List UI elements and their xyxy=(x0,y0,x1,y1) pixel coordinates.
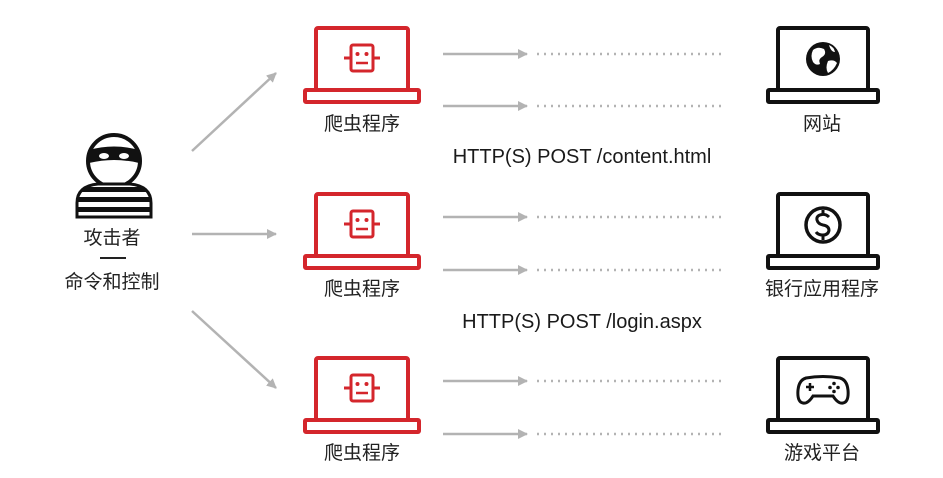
attacker: 攻击者 命令和控制 xyxy=(64,133,160,293)
target-gaming-platform xyxy=(766,356,880,434)
bot-1-label: 爬虫程序 xyxy=(324,113,400,135)
masked-attacker-icon xyxy=(75,133,153,219)
request-label-content: HTTP(S) POST /content.html xyxy=(453,146,712,168)
target-website xyxy=(766,26,880,104)
request-label-login: HTTP(S) POST /login.aspx xyxy=(462,311,702,333)
gamepad-laptop-icon xyxy=(766,356,880,434)
robot-laptop-icon xyxy=(303,26,421,104)
target-website-label: 网站 xyxy=(803,113,841,135)
bot-3-label: 爬虫程序 xyxy=(324,442,400,464)
arrow-to-bot-3 xyxy=(191,310,277,389)
bot-1 xyxy=(303,26,421,104)
target-gaming-platform-label: 游戏平台 xyxy=(784,442,860,464)
target-bank-app-label: 银行应用程序 xyxy=(765,278,879,300)
arrow-to-bot-1 xyxy=(191,72,277,152)
dollar-laptop-icon xyxy=(766,192,880,270)
attacker-label: 攻击者 xyxy=(83,227,140,249)
command-control-label: 命令和控制 xyxy=(64,271,159,293)
bot-2-label: 爬虫程序 xyxy=(324,278,400,300)
target-bank-app xyxy=(766,192,880,270)
bot-3 xyxy=(303,356,421,434)
robot-laptop-icon xyxy=(303,192,421,270)
attacker-arrows xyxy=(191,72,277,389)
globe-laptop-icon xyxy=(766,26,880,104)
robot-laptop-icon xyxy=(303,356,421,434)
request-arrows xyxy=(443,49,722,439)
bot-2 xyxy=(303,192,421,270)
